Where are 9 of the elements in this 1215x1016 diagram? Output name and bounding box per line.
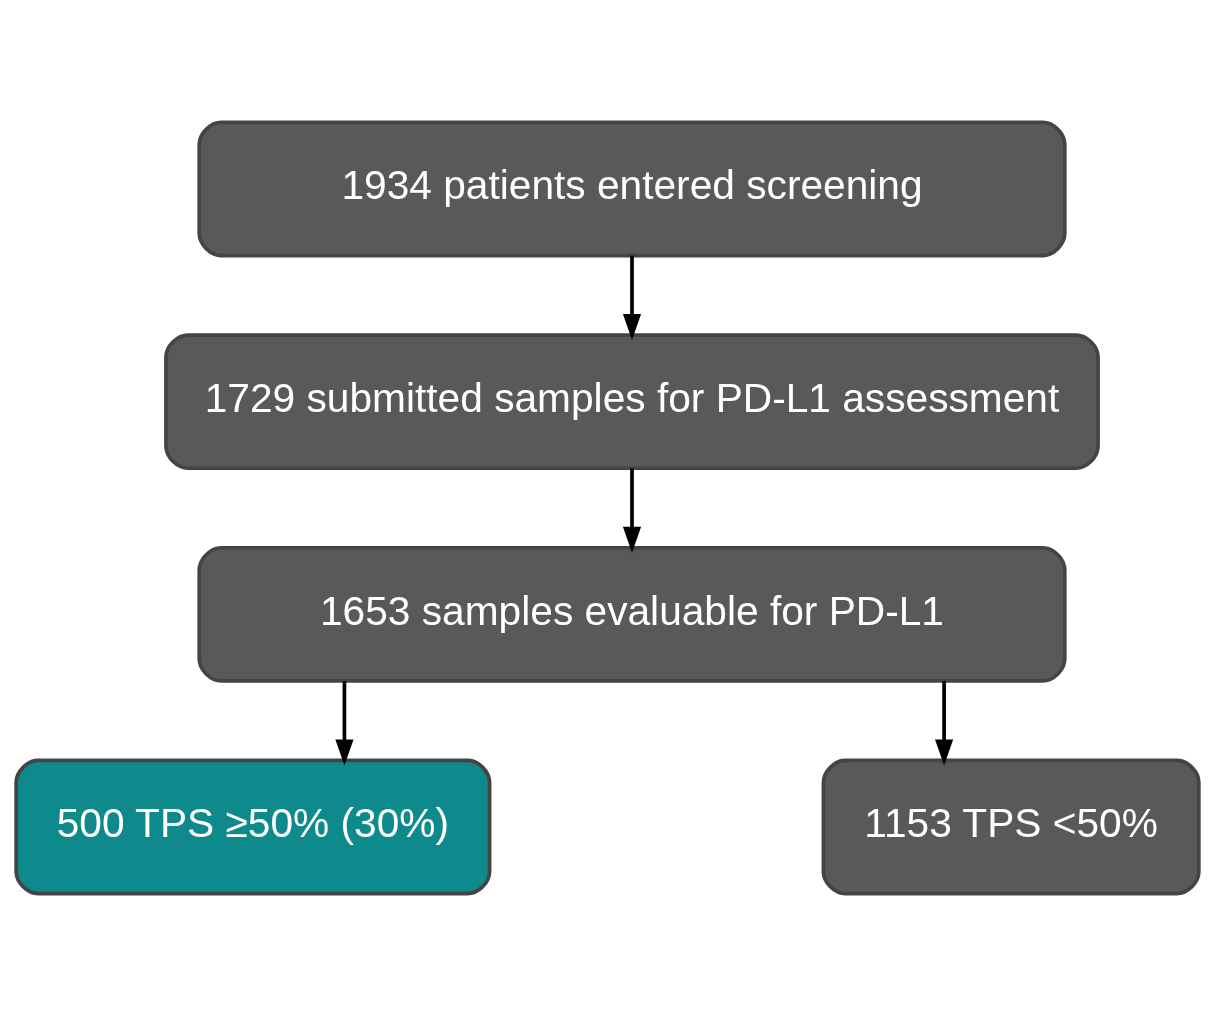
node-box: 1934 patients entered screening [197,120,1067,258]
arrow [335,681,354,766]
arrow [622,468,642,553]
node-box: 1153 TPS <50% [821,758,1201,896]
node-box: 1653 samples evaluable for PD-L1 [197,545,1067,683]
node-box: 1729 submitted samples for PD-L1 assessment [164,333,1100,471]
arrow [622,255,642,341]
arrow [935,681,954,766]
node-box: 500 TPS ≥50% (30%) [14,758,492,896]
